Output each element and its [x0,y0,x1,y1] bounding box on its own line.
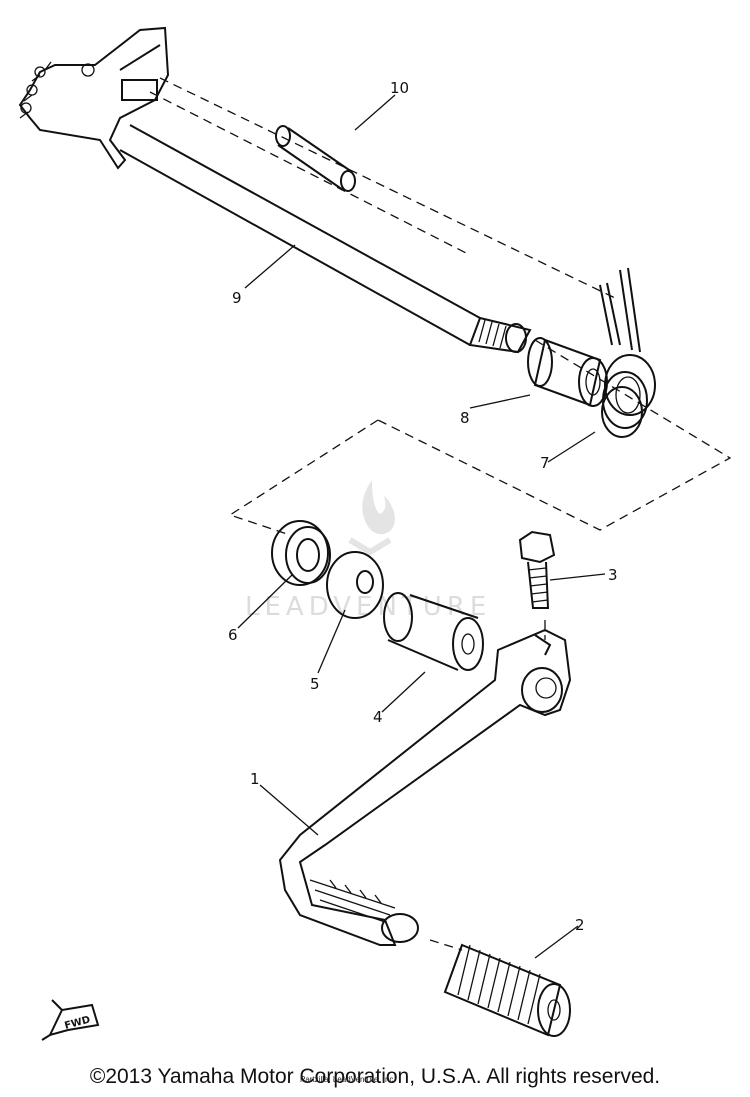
watermark: LEADVENTURE [245,480,491,622]
watermark-flame-icon [362,480,395,535]
callout-4: 4 [373,708,383,726]
callout-2: 2 [575,916,585,934]
washer-part-5 [326,551,384,619]
small-credit-text: Partzilla, LeadVenture, Inc. [300,1075,396,1084]
assembly-lines [149,77,732,951]
pin-part-10 [275,125,356,192]
copyright-text: ©2013 Yamaha Motor Corporation, U.S.A. A… [89,1065,661,1088]
callout-8: 8 [460,409,470,427]
rubber-part-2 [443,943,571,1037]
callout-6: 6 [228,626,238,644]
callout-9: 9 [232,289,242,307]
oil-seal-part-6 [271,520,331,586]
collar-part-8 [527,337,608,407]
callout-10: 10 [390,79,409,97]
leader-lines [237,94,606,959]
callout-1: 1 [250,770,260,788]
shift-pedal-part-1 [278,628,572,946]
spring-part-7 [599,267,656,438]
callout-labels: 1 2 3 4 5 6 7 8 9 10 [228,79,618,934]
shift-shaft-part-9 [18,26,532,354]
watermark-text: LEADVENTURE [245,592,491,622]
bolt-part-3 [518,530,556,609]
fwd-arrow-icon: FWD [41,999,100,1041]
callout-3: 3 [608,566,618,584]
bushing-part-4 [383,592,484,671]
callout-5: 5 [310,675,320,693]
callout-7: 7 [540,454,550,472]
